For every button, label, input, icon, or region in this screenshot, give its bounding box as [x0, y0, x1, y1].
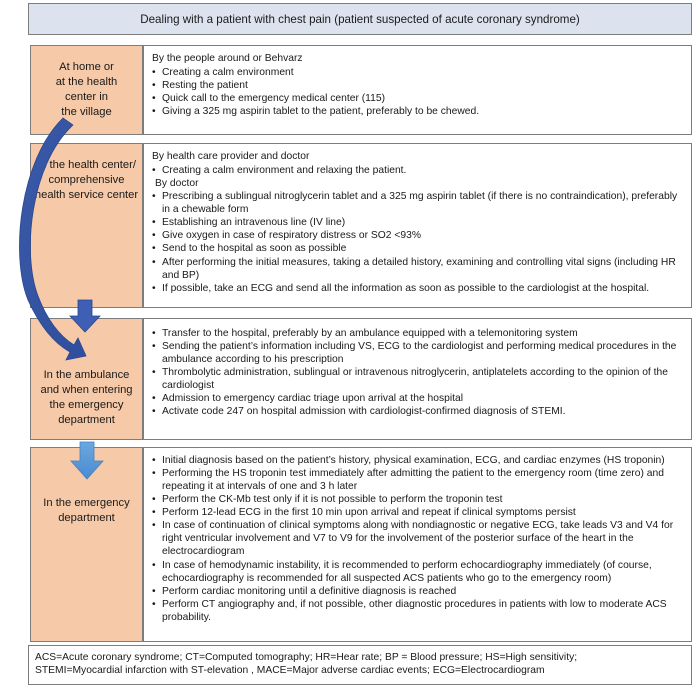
list-item: Perform cardiac monitoring until a defin… — [152, 585, 683, 598]
list-item: Performing the HS troponin test immediat… — [152, 467, 683, 493]
stage-label-emergency: In the emergency department — [30, 447, 143, 642]
stage-box-ambulance: Transfer to the hospital, preferably by … — [143, 318, 692, 440]
abbreviations-footer: ACS=Acute coronary syndrome; CT=Computed… — [28, 645, 692, 685]
list-item: Creating a calm environment and relaxing… — [152, 164, 683, 177]
list-item: Giving a 325 mg aspirin tablet to the pa… — [152, 105, 683, 118]
list-item: In case of hemodynamic instability, it i… — [152, 559, 683, 585]
stage-label-ambulance: In the ambulance and when entering the e… — [30, 318, 143, 440]
stage-intro: By the people around or Behvarz — [152, 53, 303, 64]
list-item: Activate code 247 on hospital admission … — [152, 405, 683, 418]
list-item: Thrombolytic administration, sublingual … — [152, 366, 683, 392]
footer-line: STEMI=Myocardial infarction with ST-elev… — [35, 665, 545, 677]
chart-title: Dealing with a patient with chest pain (… — [28, 3, 692, 35]
list-item: Prescribing a sublingual nitroglycerin t… — [152, 190, 683, 216]
list-item: Resting the patient — [152, 79, 683, 92]
stage-label-home: At home or at the health center in the v… — [30, 45, 143, 135]
stage-label-health-center: In the health center/ comprehensive heal… — [30, 143, 143, 308]
stage-list: Creating a calm environment Resting the … — [152, 66, 683, 118]
list-item: Perform 12-lead ECG in the first 10 min … — [152, 506, 683, 519]
stage-box-emergency: Initial diagnosis based on the patient’s… — [143, 447, 692, 642]
stage-list: Initial diagnosis based on the patient’s… — [152, 454, 683, 624]
list-item: Perform the CK-Mb test only if it is not… — [152, 493, 683, 506]
stage-list: Transfer to the hospital, preferably by … — [152, 327, 683, 419]
list-subnote: By doctor — [155, 178, 199, 190]
stage-box-health-center: By health care provider and doctor Creat… — [143, 143, 692, 308]
list-item: After performing the initial measures, t… — [152, 256, 683, 282]
list-item: If possible, take an ECG and send all th… — [152, 282, 683, 295]
list-item: Send to the hospital as soon as possible — [152, 242, 683, 255]
list-item: Quick call to the emergency medical cent… — [152, 92, 683, 105]
title-text: Dealing with a patient with chest pain (… — [140, 12, 580, 26]
list-item: Initial diagnosis based on the patient’s… — [152, 454, 683, 467]
list-item: Perform CT angiography and, if not possi… — [152, 598, 683, 624]
list-item: Creating a calm environment — [152, 66, 683, 79]
list-item: Give oxygen in case of respiratory distr… — [152, 229, 683, 242]
footer-line: ACS=Acute coronary syndrome; CT=Computed… — [35, 652, 578, 663]
list-item: Admission to emergency cardiac triage up… — [152, 392, 683, 405]
list-item: Establishing an intravenous line (IV lin… — [152, 216, 683, 229]
stage-intro: By health care provider and doctor — [152, 151, 310, 162]
stage-list: Creating a calm environment and relaxing… — [152, 164, 683, 295]
list-item: In case of continuation of clinical symp… — [152, 519, 683, 558]
list-item: Transfer to the hospital, preferably by … — [152, 327, 683, 340]
list-item: Sending the patient’s information includ… — [152, 340, 683, 366]
stage-box-home: By the people around or Behvarz Creating… — [143, 45, 692, 135]
